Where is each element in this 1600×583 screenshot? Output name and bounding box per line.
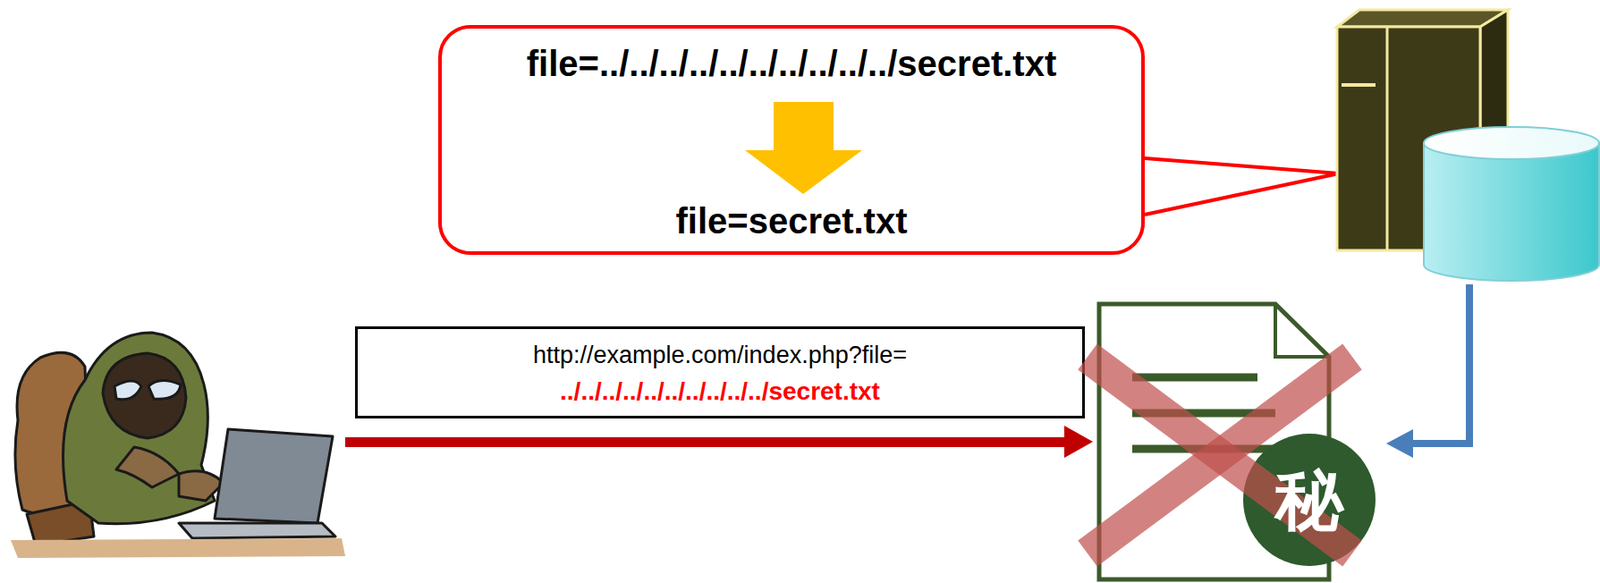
callout-tail xyxy=(1144,158,1339,215)
document-outline xyxy=(1096,301,1332,582)
transform-arrow xyxy=(744,101,863,195)
callout-bubble: file=../../../../../../../../../../secre… xyxy=(438,25,1145,255)
request-path: file=../../../../../../../../../../secre… xyxy=(526,42,1057,85)
url-box: http://example.com/index.php?file= ../../… xyxy=(355,326,1085,419)
attack-arrow xyxy=(345,425,1093,458)
traversal-payload: ../../../../../../../../../../secret.txt xyxy=(559,377,881,407)
database-icon xyxy=(1423,126,1600,281)
data-flow-arrow xyxy=(1386,284,1470,458)
secret-mark: 秘 xyxy=(1275,460,1344,539)
resolved-path: file=secret.txt xyxy=(675,200,907,242)
url-text: http://example.com/index.php?file= xyxy=(533,341,907,370)
secret-document: 秘 xyxy=(1096,301,1332,582)
hacker-figure xyxy=(10,332,346,559)
